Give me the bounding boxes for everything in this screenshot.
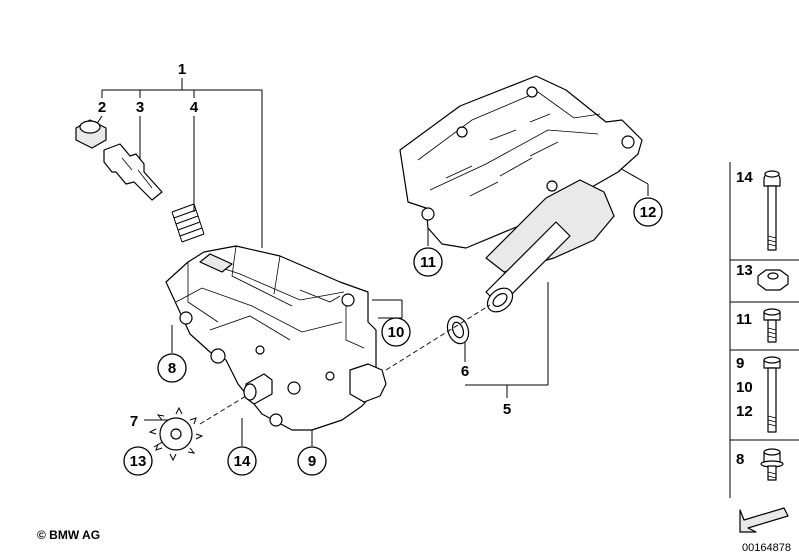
flange-bolt-icon bbox=[760, 448, 784, 481]
direction-arrow-icon bbox=[732, 500, 799, 540]
plug-part bbox=[75, 119, 107, 149]
label-14: 14 bbox=[234, 453, 251, 470]
label-14-circle bbox=[227, 446, 257, 476]
label-7: 7 bbox=[130, 413, 138, 430]
sidebar-label-12: 12 bbox=[736, 403, 753, 420]
sidebar-item-9-10-12: 9 10 12 bbox=[736, 355, 781, 433]
sidebar-label-13: 13 bbox=[736, 262, 753, 279]
label-11-circle bbox=[413, 247, 443, 277]
label-9: 9 bbox=[308, 453, 316, 470]
label-3: 3 bbox=[136, 99, 144, 116]
sidebar-item-13: 13 bbox=[736, 262, 789, 291]
medium-bolt-icon bbox=[763, 356, 781, 433]
short-bolt-icon bbox=[763, 308, 781, 343]
sidebar-item-14: 14 bbox=[736, 169, 781, 251]
sidebar-item-11: 11 bbox=[736, 308, 781, 343]
label-8: 8 bbox=[168, 360, 176, 377]
label-2: 2 bbox=[98, 99, 106, 116]
long-bolt-icon bbox=[763, 170, 781, 251]
sidebar-label-14: 14 bbox=[736, 169, 753, 186]
document-number: 00164878 bbox=[742, 542, 791, 554]
label-13-circle bbox=[123, 446, 153, 476]
sidebar-item-8: 8 bbox=[736, 448, 784, 481]
label-11: 11 bbox=[420, 254, 436, 271]
label-13: 13 bbox=[130, 453, 147, 470]
oil-baffle-drawing bbox=[199, 75, 643, 425]
label-8-circle bbox=[157, 353, 187, 383]
pump-housing bbox=[165, 245, 387, 431]
oil-pump-drawing bbox=[75, 119, 387, 462]
label-9-circle bbox=[297, 446, 327, 476]
label-4: 4 bbox=[190, 99, 199, 116]
sidebar-label-8: 8 bbox=[736, 451, 744, 468]
spring-part bbox=[171, 203, 205, 243]
label-5: 5 bbox=[503, 401, 511, 418]
label-12-circle bbox=[633, 197, 663, 227]
sprocket-part bbox=[148, 406, 204, 462]
copyright-text: © BMW AG bbox=[37, 528, 100, 542]
sidebar-label-11: 11 bbox=[736, 311, 752, 328]
label-10: 10 bbox=[388, 324, 405, 341]
label-12: 12 bbox=[640, 204, 657, 221]
callouts: 1 2 3 4 5 6 7 8 9 10 11 12 13 14 bbox=[98, 61, 663, 476]
sidebar-label-10: 10 bbox=[736, 379, 753, 396]
label-6: 6 bbox=[461, 363, 469, 380]
nut-icon bbox=[757, 269, 789, 291]
fastener-sidebar: 14 13 11 bbox=[729, 162, 799, 540]
label-1: 1 bbox=[178, 61, 186, 78]
label-10-circle bbox=[381, 317, 411, 347]
sidebar-label-9: 9 bbox=[736, 355, 744, 372]
piston-part bbox=[103, 143, 163, 201]
